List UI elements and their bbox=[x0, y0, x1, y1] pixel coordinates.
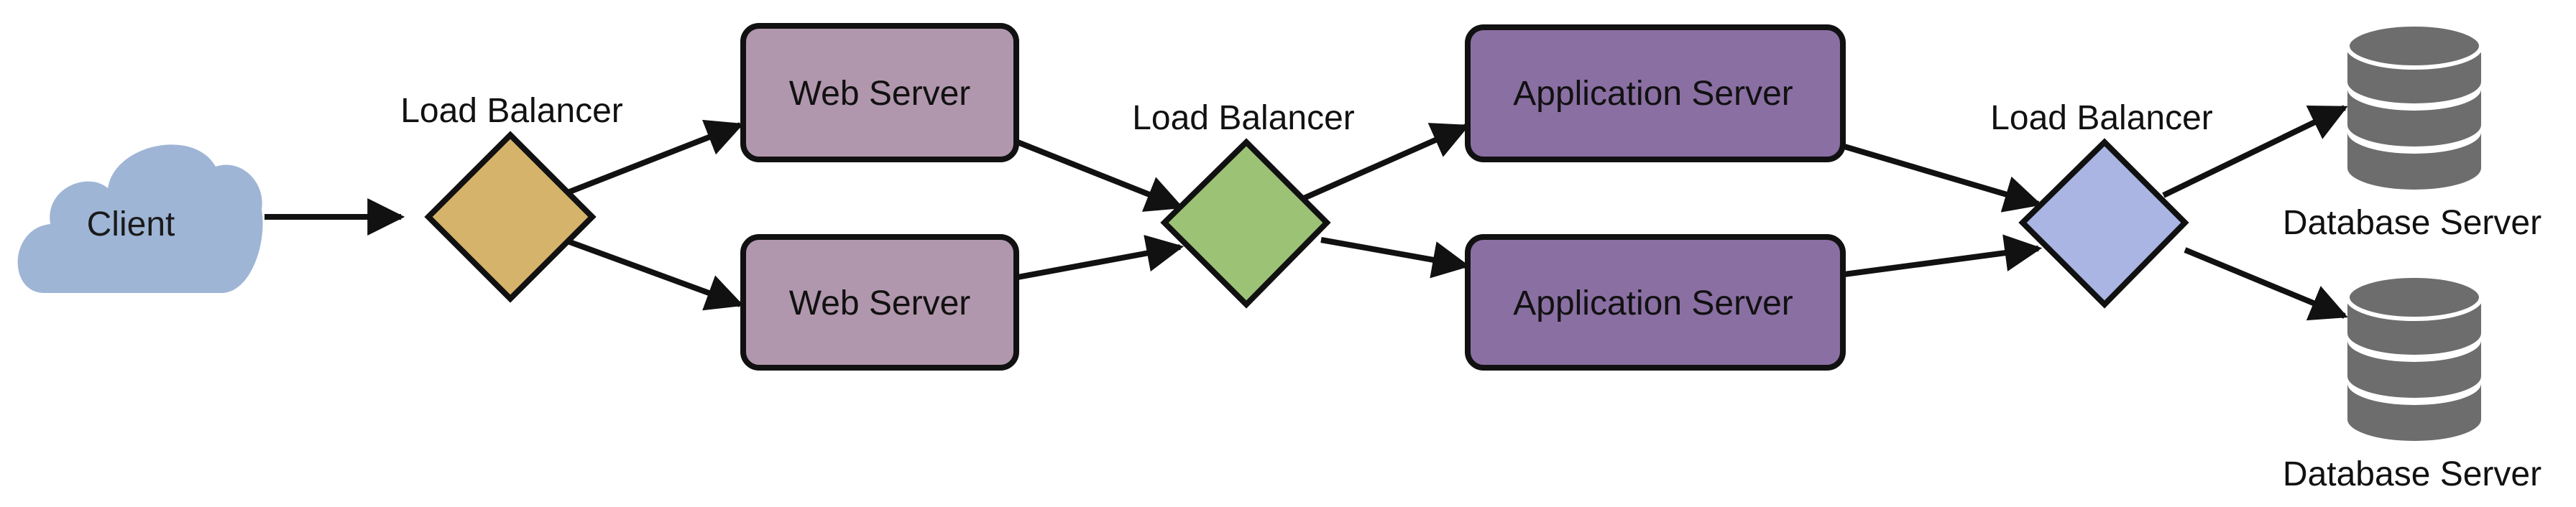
diamond-icon bbox=[1160, 138, 1331, 309]
application-server-1-box bbox=[1465, 24, 1846, 162]
database-icon bbox=[2345, 22, 2483, 190]
connectors bbox=[264, 105, 2348, 321]
arrow-lb1-to-web1 bbox=[566, 119, 744, 195]
load-balancer-1-label: Load Balancer bbox=[400, 92, 623, 130]
web-server-1-box bbox=[740, 23, 1019, 162]
database-server-1-label: Database Server bbox=[2283, 204, 2542, 242]
database-band bbox=[2347, 89, 2481, 146]
arrow-lb3-to-db2 bbox=[2184, 247, 2348, 321]
client-label: Client bbox=[87, 205, 175, 243]
database-band bbox=[2347, 132, 2481, 190]
database-top bbox=[2345, 22, 2483, 70]
diamond-icon bbox=[2018, 138, 2189, 309]
arrow-lb2-to-app1 bbox=[1302, 123, 1470, 201]
application-server-1: Application Server bbox=[1465, 24, 1846, 162]
application-server-2-label: Application Server bbox=[1513, 284, 1793, 322]
arrow-web1-to-lb2 bbox=[1016, 139, 1184, 212]
arrow-app2-to-lb3 bbox=[1844, 234, 2043, 277]
database-server-2: Database Server bbox=[2283, 274, 2542, 493]
web-server-2-box bbox=[740, 234, 1019, 371]
diamond-icon bbox=[424, 131, 597, 303]
database-top bbox=[2345, 274, 2483, 321]
arrow-lb1-to-web2 bbox=[566, 238, 744, 311]
database-band bbox=[2347, 383, 2481, 441]
client-node: Client bbox=[17, 144, 263, 293]
database-band bbox=[2347, 297, 2481, 355]
database-band bbox=[2347, 340, 2481, 398]
application-server-2-box bbox=[1465, 234, 1846, 371]
load-balancer-1: Load Balancer bbox=[400, 92, 623, 303]
arrow-app1-to-lb3 bbox=[1843, 144, 2042, 213]
web-server-1: Web Server bbox=[740, 23, 1019, 162]
database-server-2-label: Database Server bbox=[2283, 455, 2542, 493]
load-balancer-3: Load Balancer bbox=[1990, 99, 2213, 309]
web-server-2: Web Server bbox=[740, 234, 1019, 371]
application-server-2: Application Server bbox=[1465, 234, 1846, 371]
web-server-1-label: Web Server bbox=[789, 75, 971, 113]
arrow-lb2-to-app2 bbox=[1320, 237, 1471, 279]
web-server-2-label: Web Server bbox=[789, 284, 971, 322]
application-server-1-label: Application Server bbox=[1513, 75, 1793, 113]
arrow-web2-to-lb2 bbox=[1017, 234, 1184, 280]
database-band bbox=[2347, 46, 2481, 103]
database-icon bbox=[2345, 274, 2483, 441]
cloud-icon bbox=[17, 144, 263, 293]
load-balancer-2-label: Load Balancer bbox=[1132, 99, 1355, 137]
load-balancer-3-label: Load Balancer bbox=[1990, 99, 2213, 137]
arrow-lb3-to-db1 bbox=[2162, 105, 2348, 198]
database-server-1: Database Server bbox=[2283, 22, 2542, 242]
load-balancer-2: Load Balancer bbox=[1132, 99, 1355, 309]
